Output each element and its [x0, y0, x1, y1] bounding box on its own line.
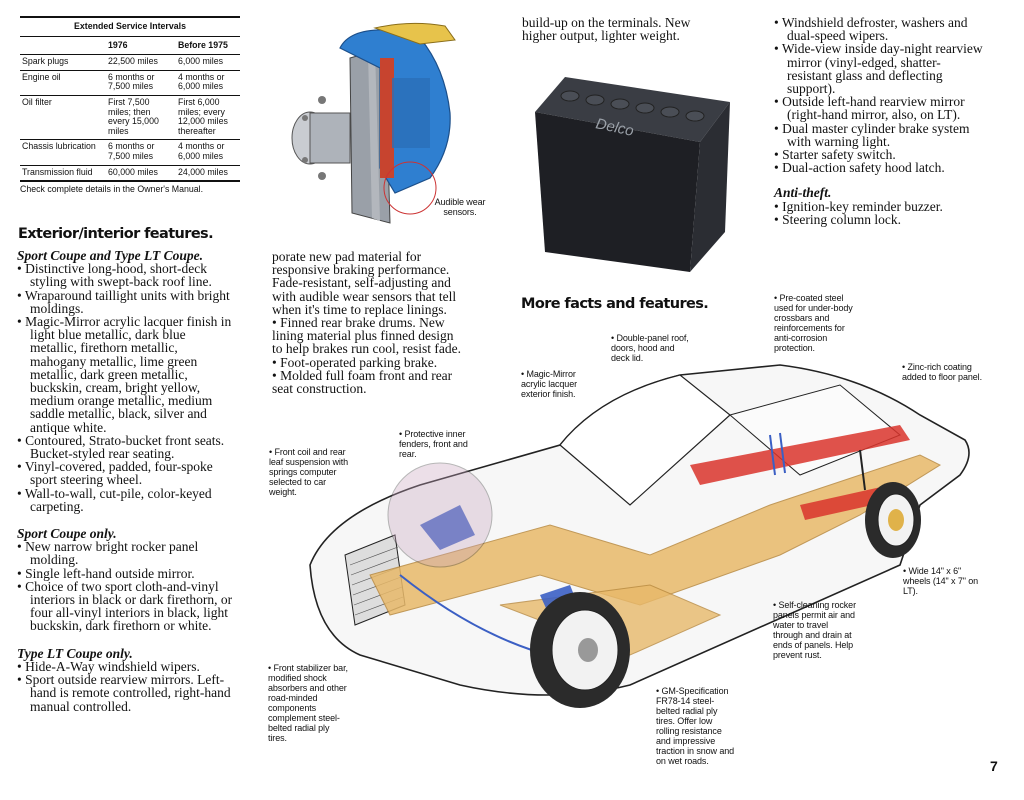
callout-precoated-steel: • Pre-coated steel used for under-body c…: [774, 293, 853, 353]
list-item: • Outside left-hand rearview mirror (rig…: [774, 94, 965, 123]
list-item: • Wraparound taillight units with bright…: [17, 287, 230, 316]
cell: First 7,500 miles; then every 15,000 mil…: [106, 94, 176, 140]
disc-brake-illustration: [291, 22, 456, 224]
text-line: seat construction.: [272, 381, 367, 397]
service-intervals-table: Extended Service Intervals 1976 Before 1…: [20, 15, 240, 195]
feature-list: • Hide-A-Way windshield wipers. • Sport …: [17, 660, 235, 713]
subsection-title: Sport Coupe only.: [17, 526, 117, 542]
feature-list: • Distinctive long-hood, short-deck styl…: [17, 262, 235, 513]
list-item: • Vinyl-covered, padded, four-spoke spor…: [17, 459, 213, 488]
cell: 22,500 miles: [106, 54, 176, 71]
subsection-title: Type LT Coupe only.: [17, 645, 133, 661]
callout-stabilizer-bar: • Front stabilizer bar, modified shock a…: [268, 663, 348, 743]
column-header: [20, 36, 106, 55]
table-row: Oil filter First 7,500 miles; then every…: [20, 94, 240, 140]
callout-coil-suspension: • Front coil and rear leaf suspension wi…: [269, 447, 349, 497]
column-header: Before 1975: [178, 39, 228, 50]
callout-wheels: • Wide 14" x 6" wheels (14" x 7" on LT).: [903, 566, 979, 596]
car-cutaway-illustration: [309, 364, 970, 708]
subsection-title: Sport Coupe and Type LT Coupe.: [17, 248, 204, 263]
feature-list: • Ignition-key reminder buzzer. • Steeri…: [774, 198, 984, 227]
list-item: • Steering column lock.: [774, 211, 901, 227]
list-item: • New narrow bright rocker panel molding…: [17, 539, 199, 568]
text-line: when it's time to replace linings.: [272, 301, 447, 317]
text-line: to help brakes run cool, resist fade.: [272, 341, 461, 357]
callout-radial-tires: • GM-Specification FR78-14 steel-belted …: [656, 686, 735, 766]
cell: 6 months or 7,500 miles: [106, 139, 176, 166]
text-line: with audible wear sensors that tell: [272, 288, 457, 304]
table-row: Transmission fluid 60,000 miles 24,000 m…: [20, 164, 240, 183]
safety-features-column: • Windshield defroster, washers and dual…: [774, 15, 984, 227]
exterior-heading: Exterior/interior features.: [18, 226, 214, 242]
rear-wheel: [865, 482, 921, 558]
cell: 24,000 miles: [176, 164, 240, 183]
cell: 6,000 miles: [176, 54, 240, 71]
cell: 6 months or 7,500 miles: [106, 69, 176, 96]
cell: 60,000 miles: [106, 164, 176, 183]
list-item: • Single left-hand outside mirror.: [17, 565, 195, 581]
text-line: responsive braking performance.: [272, 262, 450, 278]
more-facts-heading: More facts and features.: [521, 296, 709, 312]
row-label: Oil filter: [20, 94, 106, 140]
feature-list: • New narrow bright rocker panel molding…: [17, 539, 235, 634]
front-wheel: [530, 592, 630, 708]
list-item: • Ignition-key reminder buzzer.: [774, 198, 943, 214]
battery-text: build-up on the terminals. New higher ou…: [522, 15, 752, 44]
list-item: • Magic-Mirror acrylic lacquer finish in…: [17, 314, 232, 435]
list-item: • Choice of two sport cloth-and-vinyl in…: [17, 578, 233, 634]
text-line: Fade-resistant, self-adjusting and: [272, 275, 451, 291]
table-note: Check complete details in the Owner's Ma…: [20, 184, 204, 195]
list-item: • Wall-to-wall, cut-pile, color-keyed ca…: [17, 485, 212, 514]
battery-illustration: Delco: [535, 77, 730, 272]
feature-list: • Windshield defroster, washers and dual…: [774, 15, 984, 176]
page-number: 7: [990, 758, 998, 774]
list-item: • Contoured, Strato-bucket front seats. …: [17, 432, 225, 462]
cell: First 6,000 miles; every 12,000 miles th…: [176, 94, 240, 140]
list-item: • Starter safety switch.: [774, 147, 896, 163]
row-label: Transmission fluid: [20, 164, 106, 183]
exterior-features-column: Sport Coupe and Type LT Coupe. • Distinc…: [17, 249, 235, 713]
list-item: • Windshield defroster, washers and dual…: [774, 15, 968, 44]
wear-sensor-callout: Audible wear sensors.: [434, 197, 486, 217]
callout-rocker-panels: • Self-cleaning rocker panels permit air…: [773, 600, 856, 660]
list-item: • Distinctive long-hood, short-deck styl…: [17, 261, 212, 290]
row-label: Engine oil: [20, 69, 106, 96]
text-line: • Foot-operated parking brake.: [272, 354, 438, 370]
text-line: • Finned rear brake drums. New: [272, 315, 445, 331]
text-line: higher output, lighter weight.: [522, 28, 680, 44]
text-line: • Molded full foam front and rear: [272, 367, 453, 383]
brakes-paragraph: porate new pad material for responsive b…: [272, 249, 497, 397]
table-title: Extended Service Intervals: [20, 15, 240, 37]
cell: 4 months or 6,000 miles: [176, 69, 240, 96]
table-row: Spark plugs 22,500 miles 6,000 miles: [20, 54, 240, 71]
table-row: Engine oil 6 months or 7,500 miles 4 mon…: [20, 69, 240, 96]
row-label: Chassis lubrication: [20, 139, 106, 166]
list-item: • Sport outside rearview mirrors. Left-h…: [17, 672, 231, 714]
list-item: • Hide-A-Way windshield wipers.: [17, 658, 200, 674]
cell: 4 months or 6,000 miles: [176, 139, 240, 166]
text-line: build-up on the terminals. New: [522, 15, 691, 30]
row-label: Spark plugs: [20, 54, 106, 71]
callout-magic-mirror: • Magic-Mirror acrylic lacquer exterior …: [521, 369, 578, 399]
list-item: • Dual master cylinder brake system with…: [774, 120, 970, 149]
list-item: • Wide-view inside day-night rearview mi…: [774, 41, 983, 97]
callout-zinc-coating: • Zinc-rich coating added to floor panel…: [902, 362, 982, 382]
text-line: lining material plus finned design: [272, 328, 454, 344]
table-row: Chassis lubrication 6 months or 7,500 mi…: [20, 139, 240, 166]
text-line: porate new pad material for: [272, 249, 422, 264]
column-header: 1976: [108, 39, 128, 50]
callout-double-panel: • Double-panel roof, doors, hood and dec…: [611, 333, 689, 363]
list-item: • Dual-action safety hood latch.: [774, 160, 945, 176]
callout-inner-fenders: • Protective inner fenders, front and re…: [399, 429, 468, 459]
subsection-title: Anti-theft.: [774, 185, 832, 201]
